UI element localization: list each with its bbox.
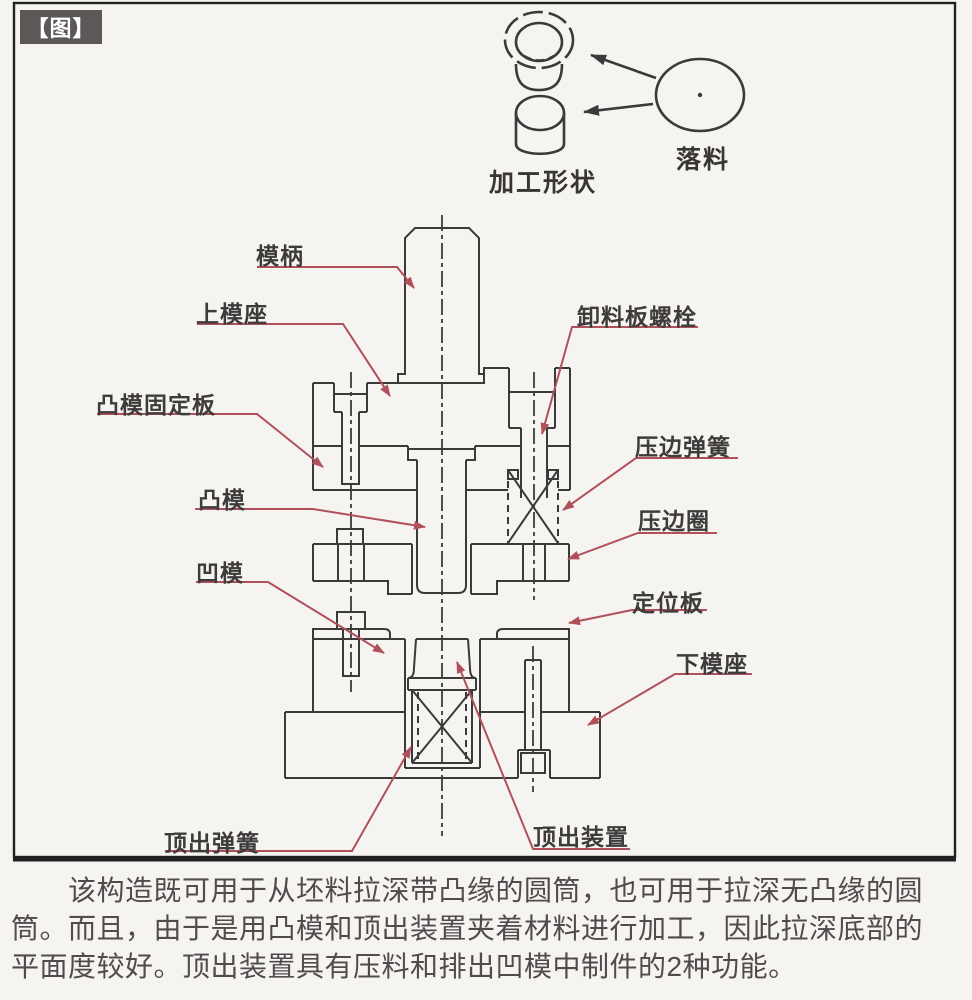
leader-die <box>196 581 385 654</box>
lower-left-screw <box>336 611 366 677</box>
leader-ejector-spring <box>166 746 412 852</box>
top-illustration <box>503 10 746 155</box>
figure-badge: 【图】 <box>20 10 102 44</box>
label-stripper-bolt: 卸料板螺栓 <box>577 304 697 330</box>
label-blank-holder-ring: 压边圈 <box>638 508 710 534</box>
blank-holder-spring-outline <box>507 469 559 544</box>
upper-die-base-outline <box>312 367 571 491</box>
leader-blank-holder-ring <box>567 532 717 560</box>
leader-ejector-device <box>456 661 630 850</box>
blanking-arrows <box>583 53 657 116</box>
die-section-drawing <box>284 215 601 836</box>
label-punch-fixing-plate: 凸模固定板 <box>96 392 216 418</box>
leader-punch <box>195 508 426 530</box>
label-die-shank: 模柄 <box>256 243 304 269</box>
label-positioning-plate: 定位板 <box>632 590 704 616</box>
leader-blank-holder-spring <box>562 457 738 511</box>
ejector-device-outline <box>407 638 477 691</box>
label-processed-shape: 加工形状 <box>489 169 598 197</box>
flanged-cup-sketch <box>503 10 575 92</box>
leader-stripper-bolt <box>540 326 698 435</box>
left-cap-screw <box>333 383 368 485</box>
label-ejector-device: 顶出装置 <box>533 824 629 850</box>
blank-holder-ring-outline <box>312 528 570 595</box>
description-line: 筒。而且，由于是用凸模和顶出装置夹着材料进行加工，因此拉深底部的 <box>11 913 924 944</box>
label-ejector-spring: 顶出弹簧 <box>164 830 260 856</box>
punch-outline <box>407 446 476 594</box>
leader-die-shank <box>257 266 415 289</box>
plain-cup-sketch <box>514 94 566 155</box>
leader-upper-die-base <box>197 323 391 397</box>
leader-punch-fixing-plate <box>97 413 324 468</box>
description-line: 平面度较好。顶出装置具有压料和排出凹模中制件的2种功能。 <box>11 951 797 982</box>
ejector-spring-outline <box>411 689 473 764</box>
die-assembly-figure <box>12 1 957 862</box>
description-paragraph: 该构造既可用于从坯料拉深带凸缘的圆筒，也可用于拉深无凸缘的圆 筒。而且，由于是用… <box>11 872 963 986</box>
centerlines <box>350 215 535 836</box>
figure-frame <box>12 1 957 862</box>
leader-lower-die-base <box>587 673 752 726</box>
label-blank-holder-spring: 压边弹簧 <box>635 434 731 460</box>
die-shank-outline <box>397 227 485 384</box>
label-blanking: 落料 <box>676 146 731 174</box>
label-die: 凹模 <box>196 560 244 586</box>
label-punch: 凸模 <box>198 487 246 513</box>
positioning-plate-outline <box>312 628 570 639</box>
label-lower-die-base: 下模座 <box>676 651 748 677</box>
blank-disc-sketch <box>654 57 746 133</box>
lower-die-base-outline <box>284 659 601 779</box>
leader-positioning-plate <box>568 609 707 626</box>
description-line: 该构造既可用于从坯料拉深带凸缘的圆筒，也可用于拉深无凸缘的圆 <box>11 875 924 906</box>
label-upper-die-base: 上模座 <box>196 301 268 327</box>
stripper-bolt-outline <box>508 368 556 580</box>
leader-lines <box>97 266 752 852</box>
